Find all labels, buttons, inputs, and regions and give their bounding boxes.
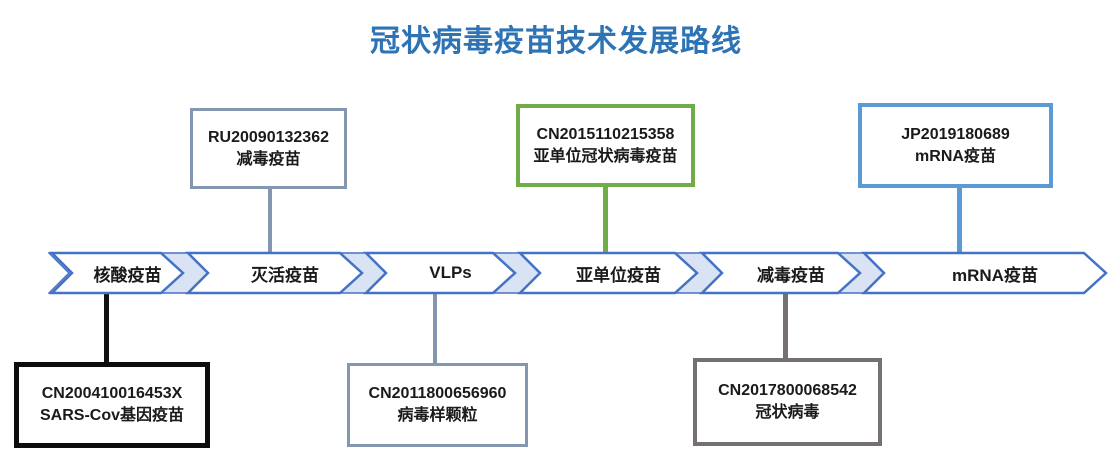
patent-number: CN2011800656960 (368, 385, 507, 402)
stage-chevron-5 (698, 251, 862, 295)
patent-number: CN2017800068542 (718, 382, 857, 399)
patent-number: CN2015110215358 (536, 125, 675, 143)
connector-line-ru (268, 187, 272, 255)
patent-label: 减毒疫苗 (236, 150, 301, 168)
stage-label-attenuated: 减毒疫苗 (757, 265, 825, 285)
patent-box-mrna: JP2019180689 mRNA疫苗 (858, 103, 1053, 188)
patent-label: SARS-Cov基因疫苗 (39, 407, 184, 424)
stage-label-vlps: VLPs (429, 263, 472, 282)
patent-label: 亚单位冠状病毒疫苗 (533, 147, 678, 165)
stage-chevron-4 (516, 251, 699, 295)
patent-label: 冠状病毒 (755, 404, 820, 421)
patent-number: CN200410016453X (41, 385, 183, 402)
stage-chevron-3 (362, 251, 517, 295)
patent-number: JP2019180689 (901, 125, 1010, 143)
connector-line-subunit (603, 185, 608, 255)
stage-label-inactivated: 灭活疫苗 (251, 265, 319, 285)
page-title: 冠状病毒疫苗技术发展路线 (370, 25, 742, 58)
connector-line-vlp (433, 291, 437, 365)
timeline-chevron-band (48, 251, 1108, 295)
stage-label-subunit: 亚单位疫苗 (576, 265, 661, 285)
patent-box-vlp: CN2011800656960 病毒样颗粒 (347, 363, 528, 447)
patent-box-subunit: CN2015110215358 亚单位冠状病毒疫苗 (516, 104, 695, 187)
patent-label: mRNA疫苗 (915, 147, 996, 165)
patent-box-coronavirus: CN2017800068542 冠状病毒 (693, 358, 882, 446)
stage-chevron-6 (860, 251, 1108, 295)
stage-chevron-2 (184, 251, 364, 295)
patent-box-ru-attenuated: RU20090132362 减毒疫苗 (190, 108, 347, 189)
stage-label-nucleic-acid: 核酸疫苗 (93, 265, 162, 285)
stage-chevron-1 (48, 251, 185, 295)
patent-label: 病毒样颗粒 (397, 407, 478, 424)
patent-number: RU20090132362 (208, 128, 329, 146)
patent-box-sars-gene: CN200410016453X SARS-Cov基因疫苗 (14, 362, 210, 448)
connector-line-sars (104, 291, 109, 364)
connector-line-coronavirus (783, 291, 788, 360)
stage-label-mrna: mRNA疫苗 (952, 265, 1038, 285)
connector-line-mrna (957, 186, 962, 255)
